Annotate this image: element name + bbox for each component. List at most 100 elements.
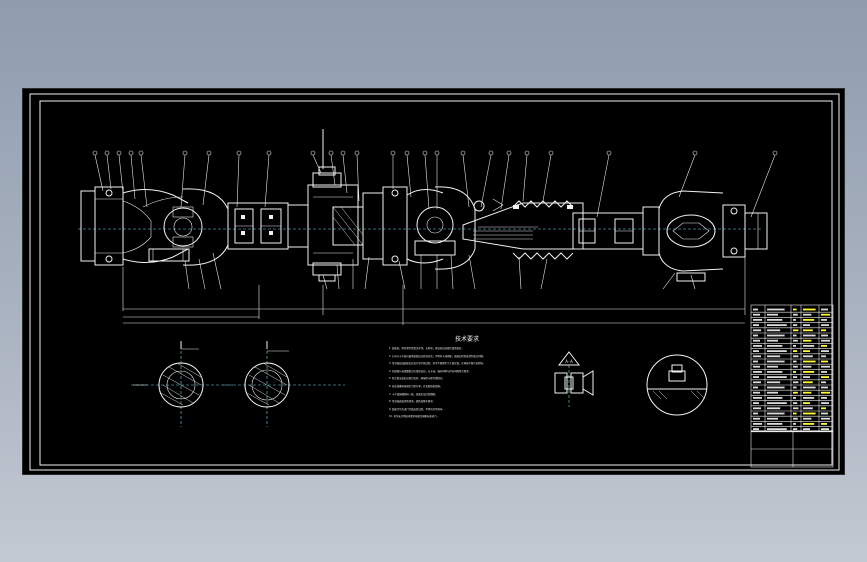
parts-list-cell-text	[753, 350, 759, 352]
parts-list-cell-text	[753, 308, 758, 311]
detail-view-grease-nipple	[646, 354, 708, 416]
parts-list-cell-text	[767, 350, 787, 352]
parts-list-cell-text	[803, 339, 812, 342]
parts-list-cell-text	[793, 376, 798, 378]
parts-list-cell-text	[821, 365, 830, 368]
parts-list-cell-text	[767, 386, 785, 389]
dimension-lines	[122, 257, 746, 325]
tech-requirement-line: 3. 传动轴总成装配后应进行动平衡试验，其不平衡量不大于规定值，在两端平衡片处焊…	[389, 362, 486, 366]
left-universal-joint	[142, 188, 229, 266]
tech-requirements-title: 技术要求	[455, 335, 479, 343]
parts-list-cell-text	[793, 371, 796, 373]
parts-list-cell-text	[767, 371, 783, 373]
parts-list-cell-text	[821, 360, 828, 363]
parts-list-cell-text	[821, 355, 826, 358]
parts-list-cell-text	[821, 329, 826, 332]
tech-requirement-line: 7. 十字轴油嘴朝向一致，装配后加注润滑脂。	[389, 392, 438, 396]
parts-list-cell-text	[803, 423, 815, 425]
parts-list-cell-text	[793, 345, 796, 347]
parts-list-cell-text	[821, 417, 830, 420]
parts-list-cell-text	[793, 386, 797, 389]
parts-list-cell-text	[803, 417, 812, 420]
cad-drawing-viewport[interactable]: 技术要求 A-A 1. 装配前，所有零件需清洗干净，去毛刺，保证各运动部位润滑良…	[22, 88, 845, 475]
section-view-1	[131, 341, 233, 427]
parts-list-cell-text	[767, 339, 778, 342]
parts-list-cell-text	[821, 324, 829, 326]
parts-list-cell-text	[767, 428, 787, 430]
parts-list-cell-text	[753, 381, 761, 384]
tech-requirement-line: 2. 万向节十字轴与轴承装配后应转动灵活，不得有卡滞现象，装配后检查各部件配合间…	[389, 354, 486, 358]
left-flange-yoke	[80, 186, 189, 266]
parts-list-cell-text	[793, 329, 799, 332]
drawing-inner-frame	[39, 100, 833, 466]
parts-list-cell-text	[821, 350, 829, 352]
parts-list-cell-text	[767, 417, 778, 420]
parts-list-cell-text	[793, 428, 798, 430]
parts-list-cell-text	[753, 397, 762, 399]
parts-list-cell-text	[753, 355, 761, 358]
parts-list-cell-text	[821, 334, 828, 337]
tech-requirement-line: 10. 其余未注明技术要求按相关国家标准执行。	[389, 415, 439, 419]
parts-list-cell-text	[803, 407, 813, 410]
parts-list-cell-text	[753, 402, 759, 404]
parts-list-cell-text	[793, 355, 799, 358]
dust-boot-bellows	[512, 200, 574, 260]
tech-requirement-line: 9. 装配完毕后进行空载运转试验，不得有异常响声。	[389, 407, 445, 411]
parts-list-cell-text	[803, 381, 813, 384]
parts-list-cell-text	[803, 334, 816, 337]
parts-list-cell-text	[753, 334, 758, 337]
parts-list-cell-text	[821, 428, 829, 430]
left-tube-section	[227, 202, 309, 250]
parts-list-cell-text	[793, 308, 797, 311]
parts-list-cell-text	[753, 412, 758, 415]
tech-requirement-line: 4. 花键轴与花键套配合应滑动自如，无卡滞，轴向间隙与径向间隙符合要求。	[389, 369, 471, 373]
parts-list-cell-text	[793, 319, 796, 321]
parts-list-cell-text	[821, 423, 827, 425]
parts-list-cell-text	[753, 423, 762, 425]
parts-list-cell-text	[753, 319, 762, 321]
parts-list-cell-text	[803, 391, 812, 394]
parts-list-cell-text	[803, 365, 812, 368]
assembly-drawing: 技术要求 A-A	[29, 93, 840, 471]
parts-list-cell-text	[767, 412, 785, 415]
parts-list-cell-text	[803, 324, 810, 326]
parts-list-cell-text	[793, 313, 798, 316]
drawing-outer-frame	[29, 93, 840, 471]
parts-list-cell-text	[793, 339, 798, 342]
parts-list-cell-text	[803, 308, 816, 311]
parts-list-cell-text	[803, 412, 816, 415]
parts-list-cell-text	[753, 324, 759, 326]
center-support-bearing	[307, 129, 384, 282]
parts-list-cell-text	[821, 402, 829, 404]
parts-list-cell-text	[767, 397, 783, 399]
parts-list-cell-text	[803, 376, 810, 378]
parts-list-cell-text	[793, 334, 797, 337]
parts-list-cell-text	[821, 397, 827, 399]
parts-list-cell-text	[821, 412, 828, 415]
tech-requirement-line: 8. 传动轴表面涂防锈漆，颜色按整车要求。	[389, 400, 436, 404]
parts-list-cell-text	[793, 391, 798, 394]
section-label: A-A	[565, 359, 573, 364]
parts-list-cell-text	[793, 397, 796, 399]
parts-list-cell-text	[753, 329, 761, 332]
parts-list-cell-text	[793, 412, 797, 415]
parts-list-table	[750, 304, 834, 468]
parts-list-cell-text	[753, 376, 759, 378]
parts-list-cell-text	[793, 365, 798, 368]
parts-list-cell-text	[803, 371, 815, 373]
parts-list-cell-text	[803, 397, 815, 399]
tech-requirement-line: 1. 装配前，所有零件需清洗干净，去毛刺，保证各运动部位润滑良好。	[389, 347, 464, 350]
parts-list-cell-text	[821, 313, 830, 316]
part-number-leaders-bottom	[184, 252, 696, 290]
tech-requirement-line: 5. 防尘套安装后应密封良好，两端用卡箍可靠固定。	[389, 377, 445, 381]
parts-list-cell-text	[821, 339, 830, 342]
parts-list-cell-text	[821, 381, 826, 384]
part-number-bubbles-top	[92, 150, 778, 156]
parts-list-cell-text	[753, 371, 762, 373]
parts-list-cell-text	[767, 319, 783, 321]
parts-list-cell-text	[821, 376, 829, 378]
parts-list-cell-text	[793, 324, 798, 326]
parts-list-cell-text	[803, 428, 810, 430]
parts-list-cell-text	[821, 345, 827, 347]
parts-list-cell-text	[793, 360, 797, 363]
